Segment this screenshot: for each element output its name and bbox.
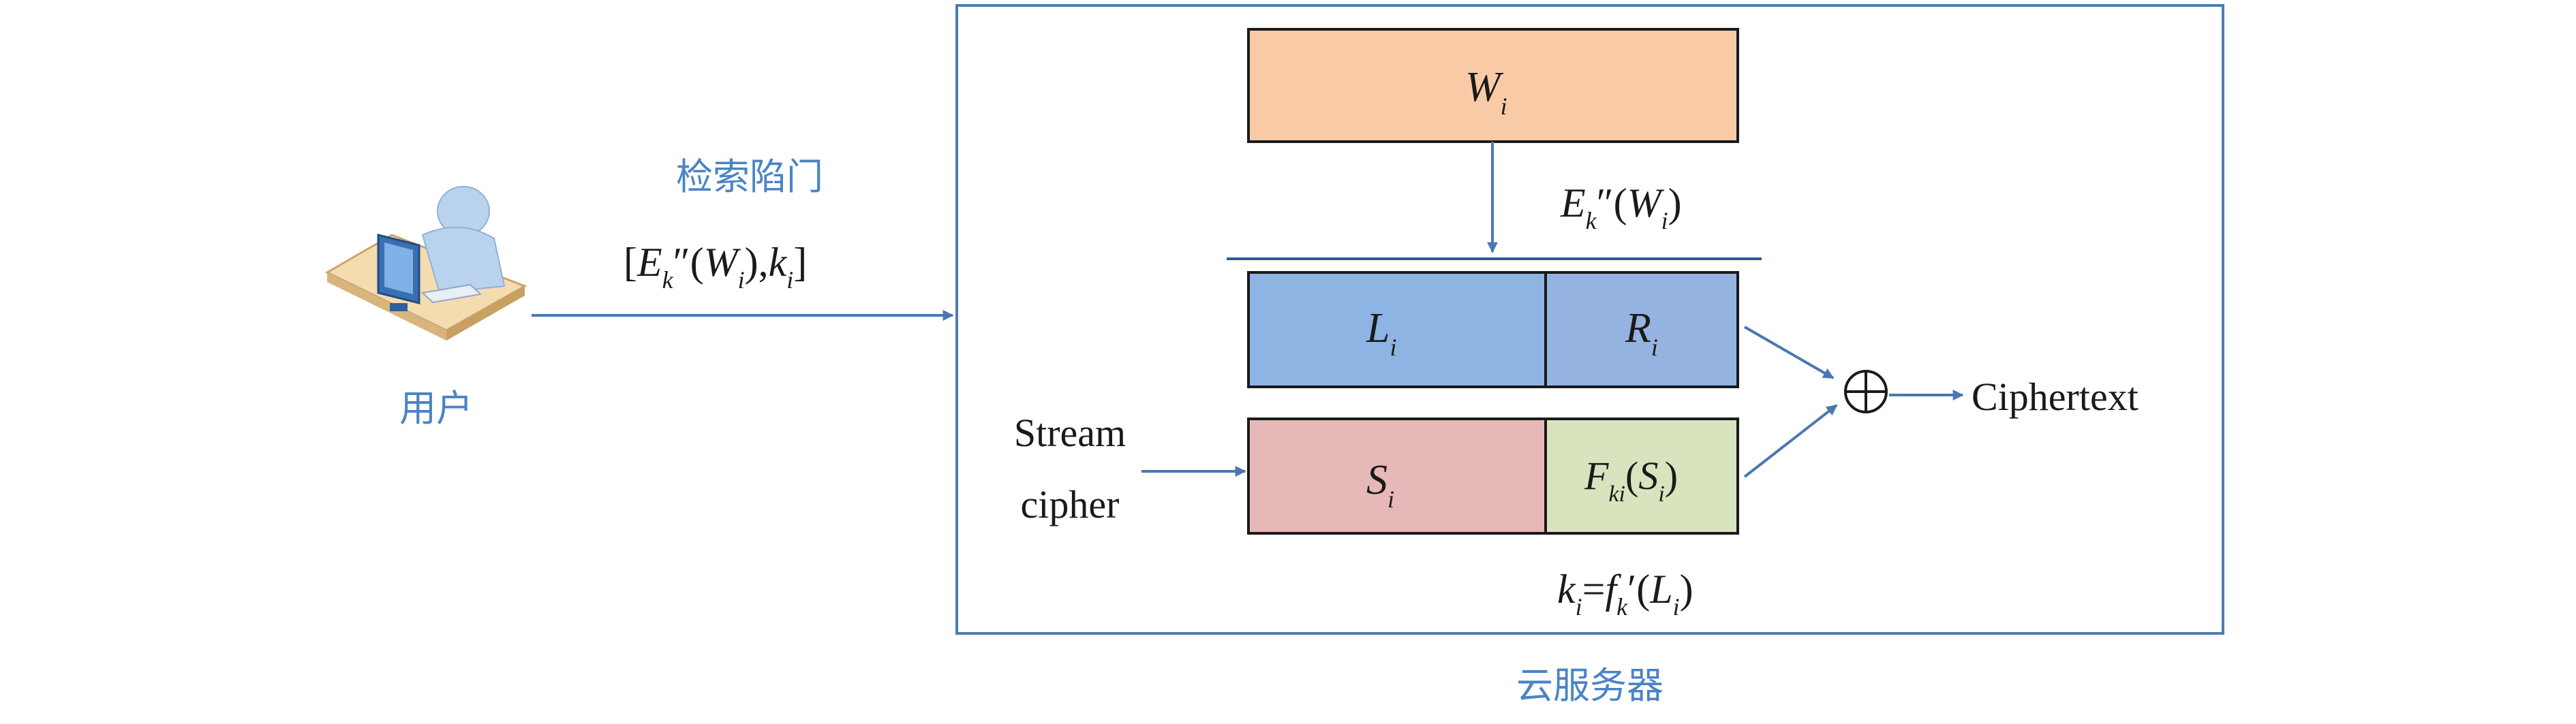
- stream-box-si: [1247, 418, 1547, 535]
- user-label: 用户: [399, 387, 473, 430]
- stream-cipher-line1: Stream: [1014, 411, 1126, 455]
- right-half-box-ri: [1544, 271, 1739, 388]
- ciphertext-label: Ciphertext: [1972, 375, 2138, 419]
- encrypted-keyword-label: Ek″(Wi): [1560, 180, 1682, 234]
- fki-label: Fki(Si): [1584, 454, 1678, 507]
- key-formula: ki=fk′(Li): [1557, 567, 1693, 620]
- cloud-server-frame: [955, 4, 2224, 635]
- cloud-server-label: 云服务器: [1516, 664, 1663, 707]
- user-at-computer-icon: [324, 186, 527, 341]
- fki-to-xor-arrow: [1743, 404, 1838, 478]
- keyword-box-wi: [1247, 28, 1739, 143]
- circled-plus-xor-icon: [1844, 370, 1888, 413]
- trapdoor-title: 检索陷门: [676, 155, 823, 198]
- ri-to-xor-arrow: [1744, 326, 1835, 379]
- left-half-box-li: [1247, 271, 1547, 388]
- function-box-fki: [1544, 418, 1739, 535]
- trapdoor-formula: [Ek″(Wi),ki]: [624, 240, 807, 294]
- stream-cipher-line2: cipher: [1021, 482, 1120, 526]
